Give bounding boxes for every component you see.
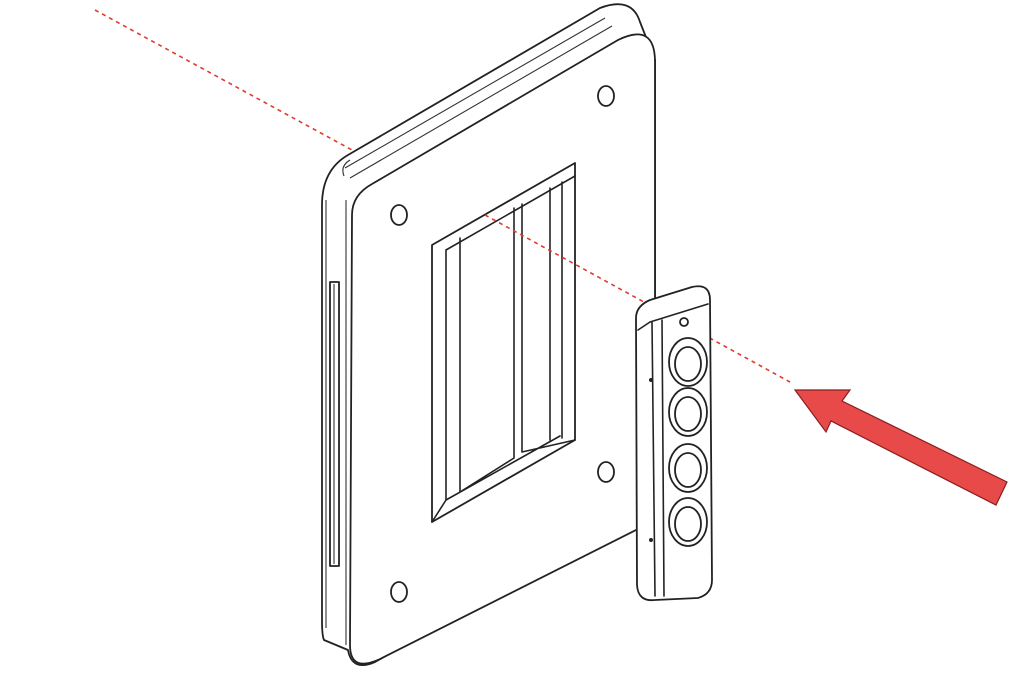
mounting-hole-bottom-right <box>597 461 615 483</box>
plate-side-edge <box>325 200 347 645</box>
port-2 <box>668 387 708 437</box>
mounting-hole-top-left <box>390 204 408 226</box>
module-body <box>635 285 713 602</box>
port-3 <box>668 443 708 493</box>
alignment-line-back <box>94 9 353 151</box>
mounting-hole-bottom-left <box>390 581 408 603</box>
module-dot-top <box>649 378 653 382</box>
plate-window <box>431 162 576 523</box>
port-1 <box>668 337 708 387</box>
port-4 <box>668 497 708 547</box>
module-dot-bottom <box>649 538 653 542</box>
mounting-plate <box>321 3 656 666</box>
connector-module <box>635 285 713 602</box>
alignment-line-front <box>484 214 791 383</box>
mounting-hole-top-right <box>597 85 615 107</box>
module-screw-hole <box>679 317 689 327</box>
plate-top-groove <box>342 17 613 179</box>
module-edges <box>637 303 709 597</box>
insertion-arrow <box>793 389 1008 506</box>
